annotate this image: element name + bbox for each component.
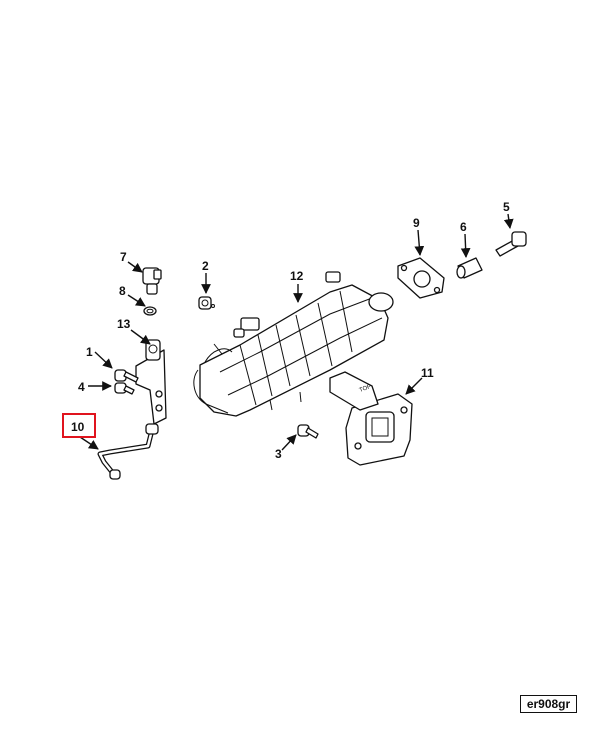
reference-code: er908gr [520, 695, 577, 713]
fitting-upper [114, 369, 139, 383]
callout-4: 4 [78, 380, 85, 394]
callout-13: 13 [117, 317, 131, 331]
callout-11: 11 [421, 366, 434, 380]
support-bracket [135, 339, 167, 425]
callout-6: 6 [460, 220, 467, 234]
sensor [142, 267, 162, 295]
nut-upper [198, 296, 215, 310]
callout-7: 7 [120, 250, 127, 264]
callout-5: 5 [503, 200, 510, 214]
callout-3: 3 [275, 447, 282, 461]
tube [97, 423, 159, 480]
callout-10: 10 [71, 420, 85, 434]
spacer-sleeve [456, 257, 483, 279]
gasket [397, 257, 445, 299]
mounting-bracket: TOP [329, 371, 413, 466]
bolt-long [495, 231, 527, 257]
egr-cooler [193, 271, 394, 417]
leader-lines [79, 213, 514, 451]
bolt-short [297, 424, 319, 439]
callout-12: 12 [290, 269, 304, 283]
callout-8: 8 [119, 284, 126, 298]
fitting-lower [114, 382, 135, 395]
callout-2: 2 [202, 259, 209, 273]
callout-1: 1 [86, 345, 93, 359]
highlight-box [62, 413, 96, 438]
callout-9: 9 [413, 216, 420, 230]
o-ring [143, 306, 157, 316]
svg-text:TOP: TOP [359, 384, 373, 394]
